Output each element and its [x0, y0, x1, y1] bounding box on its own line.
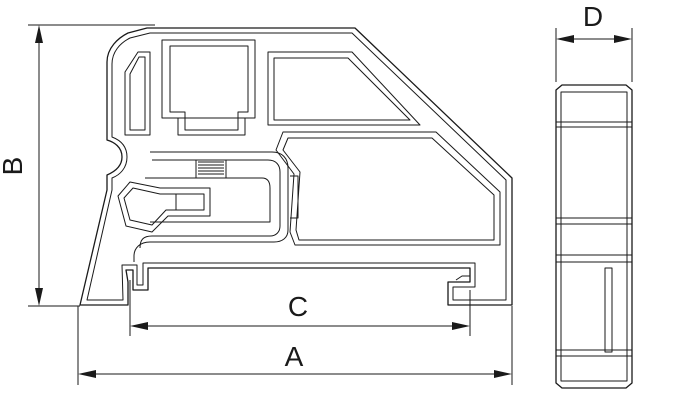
spring-channel-lower: [145, 177, 271, 223]
screw-thread-icon: [195, 159, 227, 179]
dim-c-arrow-right: [452, 322, 470, 330]
dimension-d: D: [555, 1, 633, 82]
dim-c-label: C: [288, 291, 308, 322]
side-view: [555, 84, 633, 389]
dim-b-arrow-top: [35, 25, 43, 43]
dimension-a: A: [77, 306, 513, 385]
side-slot: [604, 267, 613, 353]
dim-a-arrow-right: [494, 370, 512, 378]
top-window-inner: [273, 57, 411, 121]
left-slot-inner: [129, 56, 146, 131]
clamp-latch-inner: [123, 187, 205, 226]
left-slot: [124, 51, 151, 136]
large-window-inner: [282, 137, 495, 241]
clamp-latch: [117, 181, 211, 233]
dim-a-label: A: [285, 341, 304, 372]
front-view: [79, 27, 513, 306]
spring-channel: [133, 151, 289, 262]
spring-channel-inner: [139, 159, 281, 249]
dim-c-arrow-left: [130, 322, 148, 330]
top-window: [267, 51, 421, 126]
front-outline: [79, 27, 513, 306]
large-window: [275, 131, 501, 246]
dim-b-arrow-bottom: [35, 288, 43, 306]
dim-a-arrow-left: [78, 370, 96, 378]
dim-d-arrow-right: [614, 35, 632, 43]
dimension-c: C: [129, 280, 471, 336]
side-outline: [555, 84, 633, 389]
channel-slot: [290, 175, 299, 219]
dimension-b: B: [0, 24, 155, 307]
dim-d-label: D: [583, 1, 603, 32]
dim-b-label: B: [0, 157, 28, 176]
front-inner-outline: [86, 32, 507, 301]
side-inner-outline: [560, 91, 628, 382]
screw-housing-inner: [169, 45, 249, 131]
right-foot-notch: [455, 275, 470, 281]
screw-housing: [161, 39, 256, 136]
dim-d-arrow-left: [556, 35, 574, 43]
